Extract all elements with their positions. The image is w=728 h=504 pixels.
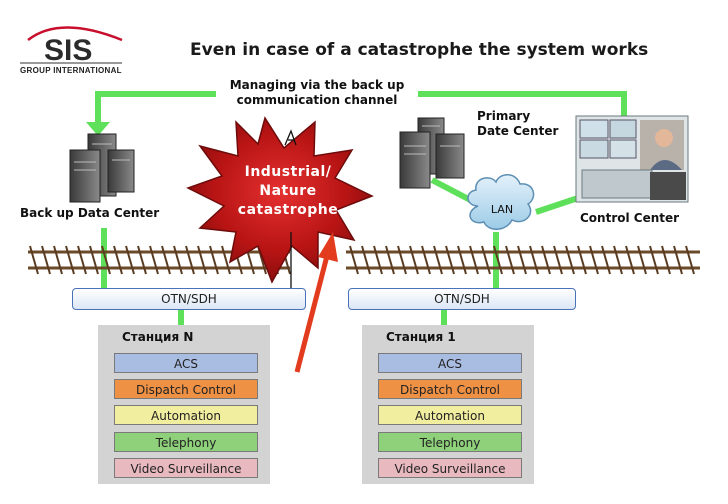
railway-tie: [469, 245, 479, 275]
railway-tie: [589, 245, 599, 275]
railway-tie: [601, 245, 611, 275]
primary-dc-label-line: Date Center: [477, 124, 559, 138]
railway-tie: [125, 245, 135, 275]
railway-tie: [361, 245, 371, 275]
acs-box: ACS: [378, 353, 522, 373]
catastrophe-burst-icon: [186, 116, 374, 284]
managing-label-line: Managing via the back up: [229, 78, 405, 92]
catastrophe-label-line: Nature: [259, 183, 317, 199]
railway-tie: [685, 245, 695, 275]
railway-tie: [481, 245, 491, 275]
catastrophe-label-line: Industrial/: [244, 164, 332, 180]
railway-tie: [529, 245, 539, 275]
primary-dc-label: Primary Date Center: [477, 109, 558, 139]
video-surveillance-box: Video Surveillance: [114, 458, 258, 478]
railway-tie: [409, 245, 419, 275]
backup-dc-label: Back up Data Center: [20, 206, 160, 220]
railway-tie: [613, 245, 623, 275]
railway-tie: [101, 245, 111, 275]
railway-tie: [637, 245, 647, 275]
automation-box: Automation: [378, 405, 522, 425]
railway-tie: [41, 245, 51, 275]
otn-sdh-left: OTN/SDH: [72, 288, 306, 310]
railway-tie: [113, 245, 123, 275]
railway-tie: [517, 245, 527, 275]
acs-box: ACS: [114, 353, 258, 373]
railway-ties-right: [349, 245, 695, 275]
logo: SIS: [44, 34, 93, 67]
railway-tie: [65, 245, 75, 275]
railway-tie: [53, 245, 63, 275]
railway-tie: [505, 245, 515, 275]
station-title: Станция N: [122, 330, 194, 344]
railway-tie: [385, 245, 395, 275]
railway-tie: [493, 245, 503, 275]
monitor-wall-icon: [575, 115, 689, 203]
railway-tie: [661, 245, 671, 275]
backup-channel-lines: [95, 91, 627, 326]
server-icon: [69, 133, 135, 203]
railway-ties-left: [29, 245, 291, 275]
railway-tie: [149, 245, 159, 275]
railway-tie: [161, 245, 171, 275]
telephony-box: Telephony: [114, 432, 258, 452]
catastrophe-label: Industrial/ Nature catastrophe: [224, 163, 352, 220]
railway-tie: [673, 245, 683, 275]
railway-tie: [649, 245, 659, 275]
lan-label: LAN: [490, 203, 514, 216]
railway-tie: [29, 245, 39, 275]
railway-tie: [541, 245, 551, 275]
managing-label-line: communication channel: [236, 93, 398, 107]
railway-tie: [397, 245, 407, 275]
dispatch-control-box: Dispatch Control: [114, 379, 258, 399]
railway-tie: [433, 245, 443, 275]
station-panel-left: Станция N ACS Dispatch Control Automatio…: [98, 325, 270, 484]
railway-tie: [457, 245, 467, 275]
control-center-label: Control Center: [580, 211, 680, 225]
video-surveillance-box: Video Surveillance: [378, 458, 522, 478]
catastrophe-label-line: catastrophe: [237, 202, 339, 218]
railway-tie: [197, 245, 207, 275]
station-title: Станция 1: [386, 330, 456, 344]
railway-tie: [77, 245, 87, 275]
railway-tie: [625, 245, 635, 275]
railway-tie: [553, 245, 563, 275]
railway-tie: [137, 245, 147, 275]
telephony-box: Telephony: [378, 432, 522, 452]
primary-dc-label-line: Primary: [477, 109, 531, 123]
dispatch-control-box: Dispatch Control: [378, 379, 522, 399]
railway-tie: [221, 245, 231, 275]
server-icon: [399, 117, 465, 189]
station-panel-right: Станция 1 ACS Dispatch Control Automatio…: [362, 325, 534, 484]
railway-tie: [577, 245, 587, 275]
otn-sdh-right: OTN/SDH: [348, 288, 576, 310]
cloud-icon: [467, 174, 535, 230]
page-title: Even in case of a catastrophe the system…: [190, 40, 649, 60]
railway-tie: [373, 245, 383, 275]
railway-tie: [185, 245, 195, 275]
railway-tie: [209, 245, 219, 275]
green-arrowhead: [86, 122, 110, 136]
railway-tie: [349, 245, 359, 275]
railway-tie: [89, 245, 99, 275]
automation-box: Automation: [114, 405, 258, 425]
railway-tie: [173, 245, 183, 275]
broken-link-icon: [284, 129, 297, 290]
catastrophe-arrow-icon: [294, 232, 338, 373]
logo-arc-icon: [20, 26, 123, 64]
logo-subtitle: GROUP INTERNATIONAL: [20, 66, 122, 75]
railway-tie: [421, 245, 431, 275]
managing-label: Managing via the back up communication c…: [212, 78, 422, 108]
railway-tie: [445, 245, 455, 275]
railway-tie: [565, 245, 575, 275]
